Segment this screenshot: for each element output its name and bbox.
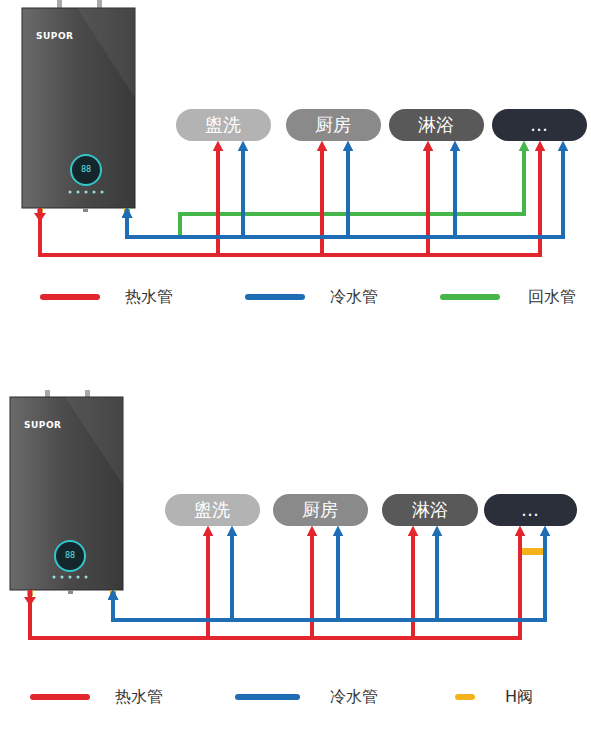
fixture-label: 厨房 bbox=[302, 499, 338, 521]
legend-text: 冷水管 bbox=[330, 286, 378, 308]
legend-swatch bbox=[40, 294, 100, 300]
cold-water-pipe bbox=[127, 147, 455, 237]
fixture-label: 厨房 bbox=[315, 114, 351, 136]
legend-text: 回水管 bbox=[528, 286, 576, 308]
legend-swatch bbox=[245, 294, 305, 300]
hot-water-pipe bbox=[30, 532, 520, 638]
fixture-label: … bbox=[530, 114, 548, 136]
legend-swatch bbox=[440, 294, 500, 300]
fixture-box: 淋浴 bbox=[382, 494, 478, 526]
legend-text: 冷水管 bbox=[330, 686, 378, 708]
fixture-box: 厨房 bbox=[273, 494, 368, 526]
cold-water-pipe bbox=[113, 532, 545, 620]
fixture-label: … bbox=[521, 499, 539, 521]
cold-water-pipe bbox=[127, 147, 348, 237]
brand-label: SUPOR bbox=[36, 30, 73, 42]
cold-water-pipe bbox=[113, 532, 338, 620]
fixture-box: … bbox=[484, 494, 577, 526]
water-heater: SUPOR bbox=[22, 8, 135, 208]
fixture-label: 盥洗 bbox=[194, 499, 230, 521]
fixture-box: 盥洗 bbox=[165, 494, 260, 526]
legend-swatch bbox=[455, 694, 475, 700]
cold-water-pipe bbox=[113, 532, 437, 620]
display-readout: 88 bbox=[74, 165, 98, 175]
cold-water-pipe bbox=[127, 147, 243, 237]
cold-water-pipe bbox=[127, 147, 563, 237]
hot-water-pipe bbox=[30, 532, 312, 638]
return-water-pipe bbox=[127, 147, 524, 237]
water-heater-body bbox=[10, 390, 123, 596]
legend-swatch bbox=[30, 694, 90, 700]
legend-swatch bbox=[235, 694, 300, 700]
fixture-box: 淋浴 bbox=[389, 109, 484, 141]
fixture-box: 盥洗 bbox=[176, 109, 271, 141]
brand-label: SUPOR bbox=[24, 419, 61, 431]
h-valve bbox=[521, 548, 544, 555]
fixture-label: 淋浴 bbox=[418, 114, 454, 136]
fixture-label: 淋浴 bbox=[412, 499, 448, 521]
cold-water-pipe bbox=[113, 532, 232, 620]
display-readout: 88 bbox=[58, 551, 82, 561]
legend-text: H阀 bbox=[505, 686, 533, 708]
fixture-box: … bbox=[492, 109, 587, 141]
legend-text: 热水管 bbox=[125, 286, 173, 308]
fixture-label: 盥洗 bbox=[205, 114, 241, 136]
legend-text: 热水管 bbox=[115, 686, 163, 708]
hot-water-pipe bbox=[30, 532, 208, 638]
hot-water-pipe bbox=[30, 532, 413, 638]
water-heater-body bbox=[22, 0, 135, 214]
water-heater: SUPOR bbox=[10, 397, 123, 590]
fixture-box: 厨房 bbox=[286, 109, 381, 141]
